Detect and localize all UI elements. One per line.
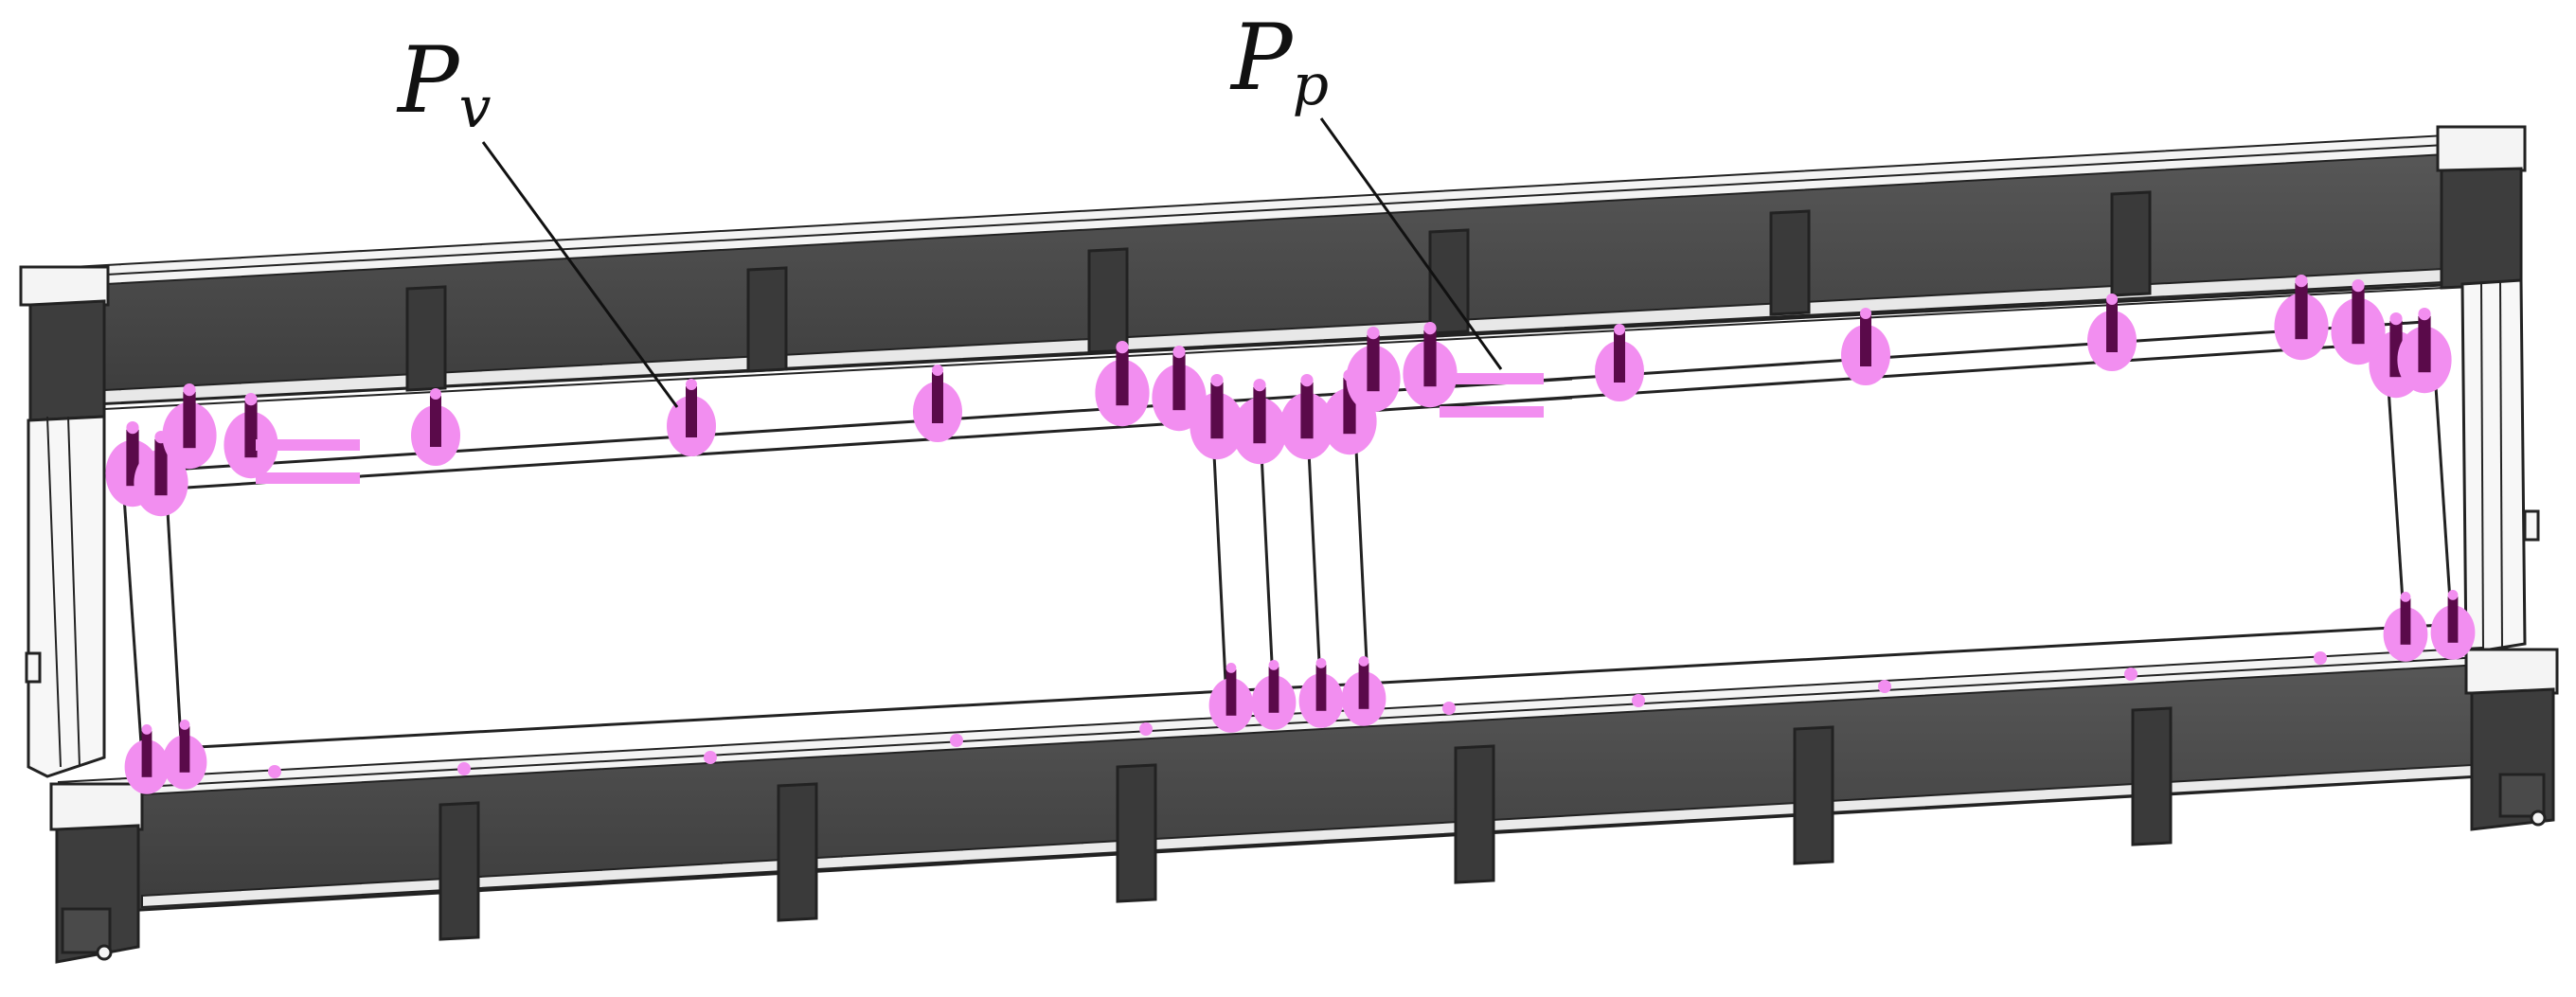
small-load-dot-3 <box>704 751 717 764</box>
front-beam-stiffeners <box>438 706 2173 941</box>
load-marker-18 <box>2087 294 2137 371</box>
load-marker-22 <box>2397 308 2452 394</box>
load-marker-15 <box>1403 322 1458 408</box>
small-load-dot-1 <box>268 765 281 778</box>
back-left-post <box>19 265 110 778</box>
horizontal-load-arrow-2 <box>256 472 360 484</box>
label-pv: Pv <box>396 27 492 141</box>
front-left-post <box>49 782 144 964</box>
load-marker-28 <box>1341 656 1386 726</box>
load-marker-17 <box>1841 308 1890 385</box>
leader-lines <box>481 117 1503 408</box>
load-marker-6 <box>667 379 716 456</box>
back-beam <box>36 133 2464 410</box>
leader-line-pp <box>1319 117 1503 370</box>
load-marker-29 <box>2383 592 2428 662</box>
label-pv-main: P <box>396 27 460 134</box>
small-load-dot-8 <box>1878 680 1891 693</box>
small-load-dot-4 <box>950 734 963 747</box>
small-load-dot-6 <box>1442 702 1456 715</box>
load-marker-19 <box>2274 275 2329 361</box>
svg-text:Pp: Pp <box>1229 5 1329 118</box>
load-marker-27 <box>1298 658 1344 728</box>
load-marker-14 <box>1346 327 1401 413</box>
horizontal-load-arrow-1 <box>256 439 360 451</box>
load-marker-4 <box>224 393 278 479</box>
load-marker-11 <box>1232 379 1287 465</box>
horizontal-load-arrow-4 <box>1440 406 1544 418</box>
load-marker-2 <box>134 431 188 517</box>
load-marker-16 <box>1595 324 1644 401</box>
load-marker-3 <box>162 383 217 470</box>
load-marker-26 <box>1251 660 1297 730</box>
load-marker-12 <box>1279 374 1334 460</box>
horizontal-load-arrow-3 <box>1440 373 1544 384</box>
small-load-dot-5 <box>1139 722 1153 736</box>
front-right-post <box>2464 648 2559 831</box>
load-marker-10 <box>1190 374 1244 460</box>
load-marker-5 <box>411 388 460 466</box>
load-marker-7 <box>913 365 962 442</box>
load-marker-30 <box>2430 590 2476 660</box>
svg-text:Pv: Pv <box>396 27 492 141</box>
small-load-dot-2 <box>457 762 471 775</box>
label-pp-sub: p <box>1293 52 1329 118</box>
load-marker-25 <box>1208 663 1254 733</box>
load-marker-24 <box>162 720 207 790</box>
leader-line-pv <box>481 141 679 408</box>
label-pv-sub: v <box>459 75 492 141</box>
load-marker-8 <box>1095 341 1150 427</box>
small-load-dot-9 <box>2124 668 2138 681</box>
load-marker-20 <box>2331 279 2386 365</box>
label-pp-main: P <box>1229 5 1294 111</box>
load-markers <box>105 275 2476 794</box>
load-marker-23 <box>124 724 170 794</box>
small-load-dot-7 <box>1632 694 1645 707</box>
label-pp: Pp <box>1229 5 1329 118</box>
back-right-post <box>2436 125 2540 655</box>
small-load-dot-10 <box>2314 651 2327 665</box>
